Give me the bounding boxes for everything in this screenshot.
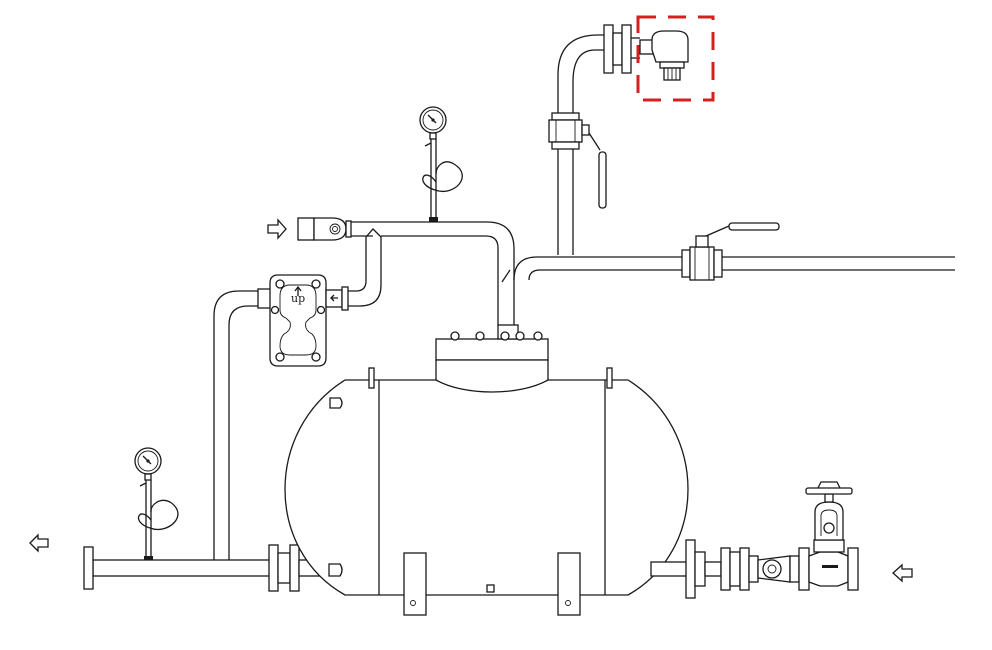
outlet-pipe bbox=[83, 544, 334, 592]
solenoid-valve bbox=[639, 30, 689, 81]
steam-trap: up bbox=[257, 274, 349, 367]
tank-inlet-pipe bbox=[650, 539, 750, 599]
pressure-gauge-bottom bbox=[134, 447, 179, 560]
trap-up-label: up bbox=[291, 292, 305, 305]
pressure-gauge-top bbox=[419, 106, 463, 222]
inlet-strainer bbox=[297, 217, 352, 241]
tank-manway bbox=[435, 324, 549, 393]
highlight-box bbox=[636, 15, 715, 102]
inlet-arrow-bottom-icon bbox=[892, 563, 913, 583]
main-ball-valve bbox=[681, 222, 780, 281]
vent-ball-valve bbox=[548, 112, 607, 209]
top-flange bbox=[603, 24, 640, 74]
inlet-arrow-top-icon bbox=[267, 218, 287, 240]
globe-valve bbox=[798, 481, 859, 591]
outlet-arrow-icon bbox=[29, 533, 49, 553]
receiver-tank bbox=[284, 367, 689, 616]
check-valve bbox=[748, 555, 800, 583]
